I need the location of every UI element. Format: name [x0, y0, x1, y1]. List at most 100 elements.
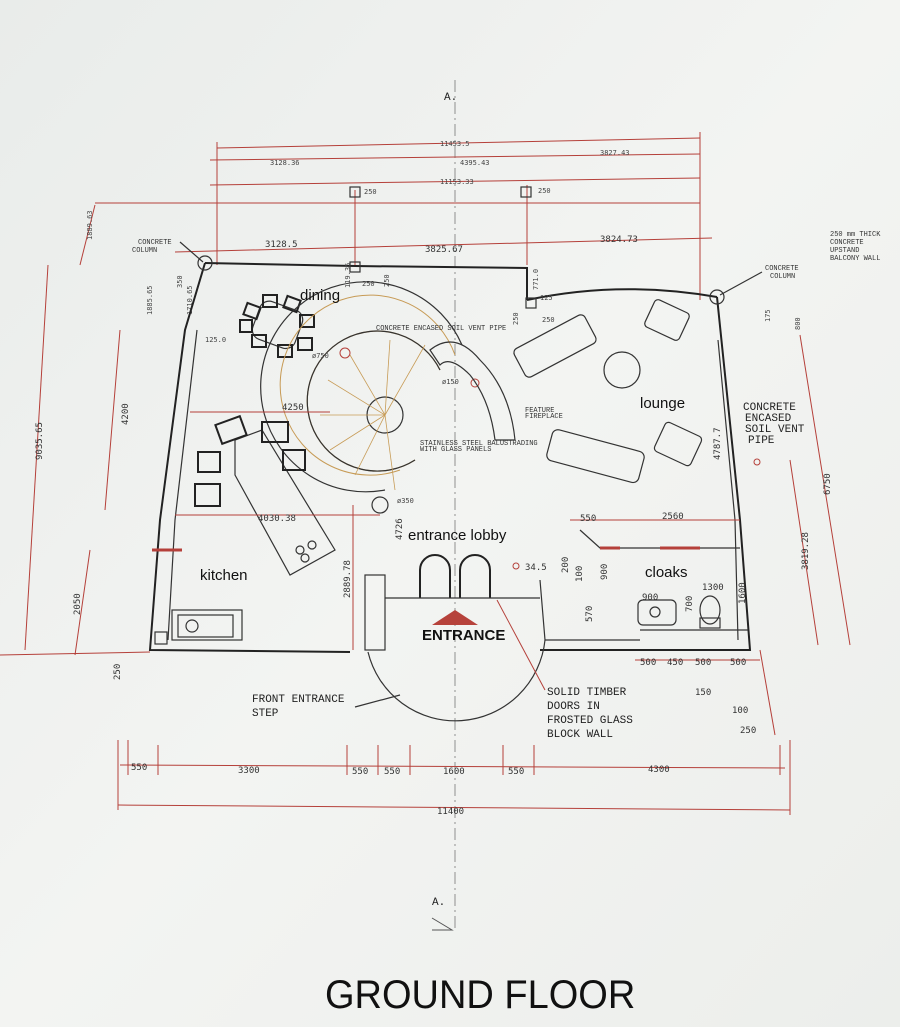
svg-text:4395.43: 4395.43 [460, 159, 490, 167]
svg-text:250: 250 [740, 726, 756, 736]
svg-text:3300: 3300 [238, 766, 260, 776]
svg-text:1710.65: 1710.65 [186, 285, 194, 315]
svg-text:4300: 4300 [648, 765, 670, 775]
svg-text:175: 175 [764, 309, 772, 322]
svg-text:11400: 11400 [437, 807, 464, 817]
svg-text:FIREPLACE: FIREPLACE [525, 413, 563, 421]
svg-text:800: 800 [794, 317, 802, 330]
room-label-entrance-lobby: entrance lobby [408, 527, 507, 544]
svg-text:4787.7: 4787.7 [713, 427, 723, 460]
svg-text:250: 250 [512, 312, 520, 325]
svg-text:ø150: ø150 [442, 378, 459, 386]
svg-text:100: 100 [575, 566, 585, 582]
svg-text:6750: 6750 [823, 473, 833, 495]
svg-text:4726: 4726 [395, 518, 405, 540]
lounge-furniture [513, 299, 703, 484]
svg-text:3819.28: 3819.28 [801, 532, 811, 570]
svg-text:100: 100 [732, 706, 748, 716]
svg-text:3128.5: 3128.5 [265, 240, 298, 250]
svg-text:700: 700 [685, 596, 695, 612]
svg-text:FEATURE: FEATURE [525, 407, 554, 415]
svg-text:4250: 4250 [282, 403, 304, 413]
svg-text:11153.33: 11153.33 [440, 178, 474, 186]
svg-text:2889.78: 2889.78 [343, 560, 353, 598]
svg-text:150: 150 [695, 688, 711, 698]
svg-text:900: 900 [642, 593, 658, 603]
curved-sofa [429, 341, 516, 441]
svg-text:1885.65: 1885.65 [146, 285, 154, 315]
entrance-label: ENTRANCE [422, 627, 505, 644]
svg-text:771.0: 771.0 [532, 269, 540, 290]
svg-text:11453.5: 11453.5 [440, 140, 470, 148]
svg-text:1300: 1300 [702, 583, 724, 593]
svg-text:250: 250 [364, 188, 377, 196]
svg-text:34.5: 34.5 [525, 563, 547, 573]
wall-small-dims: 250 250 125 250 125.0 119.35 771.0 350 2… [176, 263, 555, 344]
svg-text:4030.38: 4030.38 [258, 514, 296, 524]
svg-text:500: 500 [695, 658, 711, 668]
svg-text:2560: 2560 [662, 512, 684, 522]
svg-text:570: 570 [585, 606, 595, 622]
section-line: A. A. [431, 80, 457, 931]
top-dimensions: 11453.5 3128.36 4395.43 3827.43 11153.33… [95, 132, 713, 300]
building-walls [148, 255, 752, 653]
bottom-dimensions: 550 3300 550 550 1600 550 4300 11400 [117, 740, 791, 817]
svg-text:500: 500 [730, 658, 746, 668]
svg-text:550: 550 [580, 514, 596, 524]
svg-text:450: 450 [667, 658, 683, 668]
svg-text:ø750: ø750 [312, 352, 329, 360]
left-dimensions: 9035.65 1889.63 4200 2050 1885.65 1710.6… [0, 204, 194, 680]
svg-text:550: 550 [352, 767, 368, 777]
svg-text:3825.67: 3825.67 [425, 245, 463, 255]
svg-text:550: 550 [384, 767, 400, 777]
svg-text:3128.36: 3128.36 [270, 159, 300, 167]
lobby-partitions [152, 529, 748, 651]
spiral-staircase: ø750 ø150 ø350 CONCRETE ENCASED SOIL VEN… [260, 281, 563, 514]
svg-text:STAINLESS STEEL BALUSTRADING: STAINLESS STEEL BALUSTRADING [420, 440, 538, 448]
svg-text:1600: 1600 [443, 767, 465, 777]
svg-text:550: 550 [508, 767, 524, 777]
drawing-title: GROUND FLOOR [325, 973, 635, 1017]
svg-text:125: 125 [540, 294, 553, 302]
room-label-lounge: lounge [640, 395, 685, 412]
svg-text:1889.63: 1889.63 [86, 210, 94, 240]
svg-text:250: 250 [362, 280, 375, 288]
svg-text:WITH GLASS PANELS: WITH GLASS PANELS [420, 446, 491, 454]
right-dimensions: 6750 3819.28 4787.7 800 175 [713, 309, 851, 646]
svg-text:1600: 1600 [738, 582, 748, 604]
room-label-kitchen: kitchen [200, 567, 248, 584]
svg-text:125.0: 125.0 [205, 336, 226, 344]
front-entrance-step [367, 639, 546, 722]
svg-text:119.35: 119.35 [344, 263, 352, 288]
svg-text:200: 200 [561, 557, 571, 573]
svg-text:250: 250 [113, 664, 123, 680]
interior-dimensions: 4250 4030.38 2889.78 4726 2560 550 1300 … [175, 403, 748, 650]
svg-text:9035.65: 9035.65 [35, 422, 45, 460]
room-label-cloaks: cloaks [645, 564, 688, 581]
section-marker-bottom: A. [432, 897, 445, 909]
svg-text:550: 550 [131, 763, 147, 773]
section-marker-top: A. [444, 92, 457, 104]
svg-text:250: 250 [383, 274, 391, 287]
kitchen-island [171, 414, 336, 641]
svg-text:ø350: ø350 [397, 497, 414, 505]
svg-text:3824.73: 3824.73 [600, 235, 638, 245]
svg-text:2050: 2050 [73, 593, 83, 615]
svg-text:250: 250 [542, 316, 555, 324]
svg-text:4200: 4200 [121, 403, 131, 425]
svg-text:500: 500 [640, 658, 656, 668]
svg-text:CONCRETE ENCASED SOIL VENT PIP: CONCRETE ENCASED SOIL VENT PIPE [376, 325, 506, 333]
svg-text:3827.43: 3827.43 [600, 149, 630, 157]
cloaks-dimensions: 500 450 500 500 150 100 250 [635, 649, 776, 736]
svg-text:250: 250 [538, 187, 551, 195]
svg-text:350: 350 [176, 275, 184, 288]
svg-text:900: 900 [600, 564, 610, 580]
